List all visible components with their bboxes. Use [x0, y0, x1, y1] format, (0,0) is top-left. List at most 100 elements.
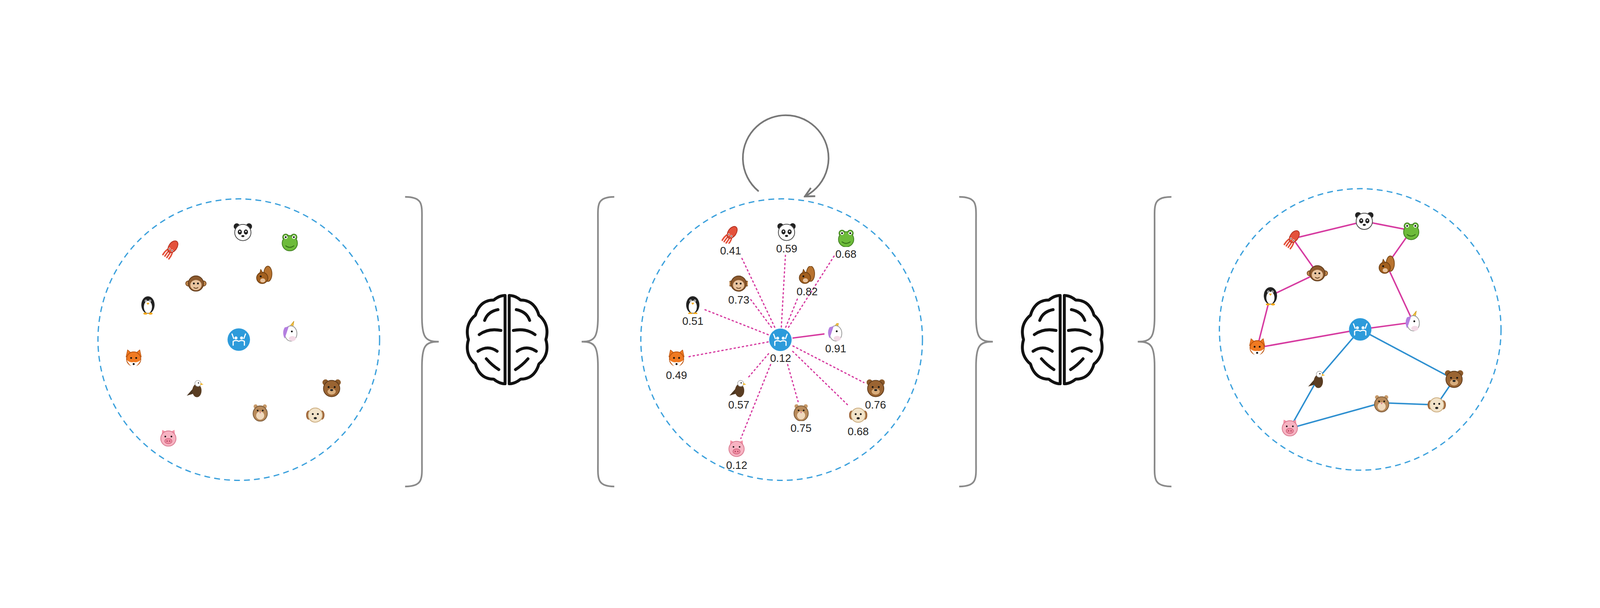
icon-part [145, 300, 147, 302]
icon-part [802, 275, 805, 278]
icon-part [1356, 213, 1373, 230]
icon-part [197, 282, 199, 285]
icon-part [1382, 265, 1384, 268]
animal-icon [827, 323, 842, 342]
icon-part [672, 357, 675, 359]
icon-part [1290, 430, 1292, 432]
icon-part [234, 336, 238, 340]
icon-part [323, 380, 340, 398]
animal-icon [1249, 338, 1265, 357]
icon-part [859, 413, 862, 415]
animal-icon [186, 380, 204, 398]
icon-part [327, 386, 330, 388]
icon-part [1452, 380, 1456, 383]
similarity-link [688, 342, 769, 358]
animal-icon [729, 275, 748, 292]
similarity-link [792, 351, 848, 406]
icon-part [769, 328, 792, 352]
animal-icon [1427, 397, 1446, 413]
icon-part [848, 231, 853, 235]
icon-part [1413, 320, 1415, 323]
icon-part [169, 440, 171, 443]
icon-part [669, 352, 684, 367]
icon-part [241, 235, 245, 238]
icon-part [691, 302, 695, 305]
icon-part [850, 408, 865, 423]
animal-icon [141, 296, 155, 315]
brain-fold [1072, 348, 1092, 352]
icon-part [802, 410, 805, 412]
node-icon [721, 225, 740, 244]
icon-part [841, 241, 850, 244]
dashed-circle [1219, 188, 1502, 471]
score-label: 0.82 [796, 286, 818, 298]
icon-part [1353, 324, 1367, 329]
brain-lobe [1064, 295, 1103, 385]
animal-icon [322, 379, 341, 398]
group-node: 0.12 [769, 328, 792, 364]
icon-part [797, 410, 800, 412]
route-line [1257, 221, 1414, 348]
icon-part [678, 357, 680, 359]
icon-part [782, 336, 785, 340]
icon-part [283, 326, 289, 339]
icon-part [1366, 219, 1369, 222]
icon-part [1265, 303, 1270, 306]
animal-icon [799, 266, 815, 284]
icon-part [802, 278, 808, 283]
icon-part [126, 360, 141, 368]
icon-part [333, 386, 336, 388]
animal-icon [1263, 287, 1278, 306]
icon-part [165, 438, 173, 444]
icon-part [145, 300, 148, 303]
icon-part [149, 300, 151, 302]
brain-fold [1041, 359, 1054, 370]
icon-part [1290, 237, 1292, 240]
animal-icon [777, 223, 796, 241]
icon-part [313, 417, 317, 420]
icon-part [840, 231, 844, 235]
icon-part [259, 412, 262, 414]
icon-part [1285, 425, 1288, 428]
brain-fold [1070, 359, 1083, 370]
score-label: 0.68 [847, 426, 869, 438]
animal-icon [283, 321, 298, 342]
brain-fold [515, 359, 528, 370]
similarity-link [747, 353, 769, 379]
icon-part [797, 411, 806, 420]
route-line [1290, 329, 1455, 429]
icon-part [292, 235, 296, 240]
score-label: 0.57 [728, 399, 750, 411]
icon-part [1309, 265, 1325, 282]
node-icon [683, 295, 703, 315]
icon-part [1354, 330, 1366, 335]
icon-part [737, 450, 739, 453]
icon-part [1322, 374, 1325, 377]
node-icon [777, 223, 796, 242]
icon-part [833, 336, 841, 342]
icon-part [1253, 345, 1256, 348]
node-icon [797, 266, 817, 285]
animal-node: 0.51 [682, 295, 704, 327]
icon-part [285, 236, 287, 238]
icon-part [740, 282, 742, 285]
icon-part [1359, 218, 1364, 224]
animal-icon [721, 225, 740, 244]
bracket [581, 197, 615, 488]
bracket [1137, 197, 1172, 488]
animal-icon [282, 234, 298, 251]
node-icon [729, 274, 748, 293]
node-icon [866, 379, 885, 398]
icon-part [160, 431, 177, 447]
icon-part [282, 235, 298, 252]
icon-part [1263, 287, 1278, 305]
icon-part [1403, 224, 1420, 240]
icon-part [1318, 272, 1320, 275]
icon-part [1292, 425, 1294, 428]
icon-part [1268, 293, 1272, 296]
icon-part [733, 280, 745, 290]
icon-part [1289, 237, 1293, 241]
animal-node: 0.41 [720, 225, 742, 257]
